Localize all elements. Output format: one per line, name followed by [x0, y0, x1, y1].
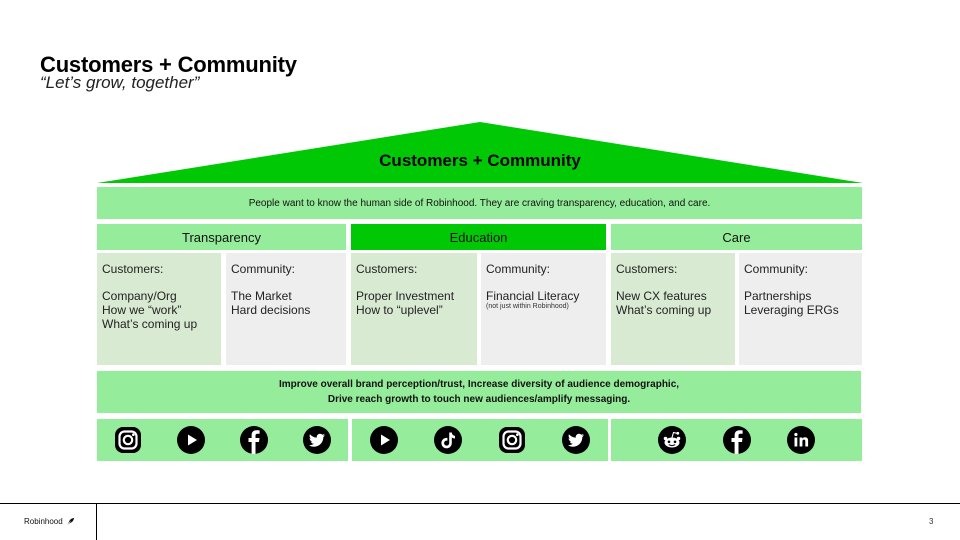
logo-text: Robinhood	[24, 517, 63, 526]
youtube-icon	[370, 426, 398, 454]
cell-heading: Customers:	[102, 262, 164, 276]
tiktok-icon	[434, 426, 462, 454]
cell-item: Leveraging ERGs	[744, 303, 839, 317]
youtube-icon	[177, 426, 206, 454]
goals-line-1: Improve overall brand perception/trust, …	[278, 379, 680, 390]
cell-heading: Customers:	[616, 262, 678, 276]
cell-item: The Market	[231, 289, 292, 303]
insight-banner: People want to know the human side of Ro…	[97, 187, 862, 219]
cell-item: How we “work”	[102, 303, 182, 317]
footer-divider	[0, 503, 960, 504]
care-community-cell: Community: Partnerships Leveraging ERGs	[739, 253, 862, 365]
cell-item: How to “uplevel”	[356, 303, 443, 317]
instagram-icon	[115, 427, 142, 453]
pillar-header-transparency: Transparency	[97, 224, 346, 250]
cell-item: New CX features	[616, 289, 707, 303]
cell-item: Partnerships	[744, 289, 812, 303]
cell-heading: Community:	[231, 262, 296, 276]
pillar-header-care: Care	[611, 224, 862, 250]
instagram-icon	[499, 427, 525, 453]
education-community-cell: Community: Financial Literacy (not just …	[481, 253, 606, 365]
cell-item: Financial Literacy	[486, 289, 580, 303]
education-channels	[352, 419, 608, 461]
roof-triangle	[97, 122, 863, 183]
pillar-header-education: Education	[351, 224, 606, 250]
linkedin-icon	[786, 426, 815, 454]
facebook-icon	[722, 426, 751, 454]
transparency-channels	[97, 419, 348, 461]
goals-banner: Improve overall brand perception/trust, …	[97, 371, 861, 413]
cell-heading: Community:	[486, 262, 551, 276]
cell-item: Hard decisions	[231, 303, 311, 317]
transparency-customers-cell: Customers: Company/Org How we “work” Wha…	[97, 253, 221, 365]
cell-item: What’s coming up	[616, 303, 712, 317]
roof-label: Customers + Community	[379, 151, 581, 170]
twitter-icon	[562, 426, 590, 454]
feather-icon	[66, 517, 74, 526]
roof: Customers + Community	[97, 122, 863, 184]
cell-heading: Customers:	[356, 262, 418, 276]
footer-vertical-divider	[96, 503, 97, 540]
cell-item: Proper Investment	[356, 289, 455, 303]
robinhood-logo: Robinhood	[24, 517, 75, 526]
reddit-icon	[658, 426, 687, 454]
care-channels	[611, 419, 862, 461]
facebook-icon	[239, 426, 268, 454]
care-customers-cell: Customers: New CX features What’s coming…	[611, 253, 735, 365]
cell-item: What’s coming up	[102, 317, 198, 331]
education-customers-cell: Customers: Proper Investment How to “upl…	[351, 253, 477, 365]
slide-subtitle: “Let’s grow, together”	[40, 73, 200, 92]
twitter-icon	[302, 426, 331, 454]
page-number: 3	[929, 517, 934, 526]
cell-item: Company/Org	[102, 289, 177, 303]
cell-heading: Community:	[744, 262, 809, 276]
goals-line-2: Drive reach growth to touch new audience…	[327, 394, 631, 405]
slide-title: Customers + Community	[40, 52, 297, 77]
cell-note: (not just within Robinhood)	[486, 303, 569, 310]
transparency-community-cell: Community: The Market Hard decisions	[226, 253, 346, 365]
